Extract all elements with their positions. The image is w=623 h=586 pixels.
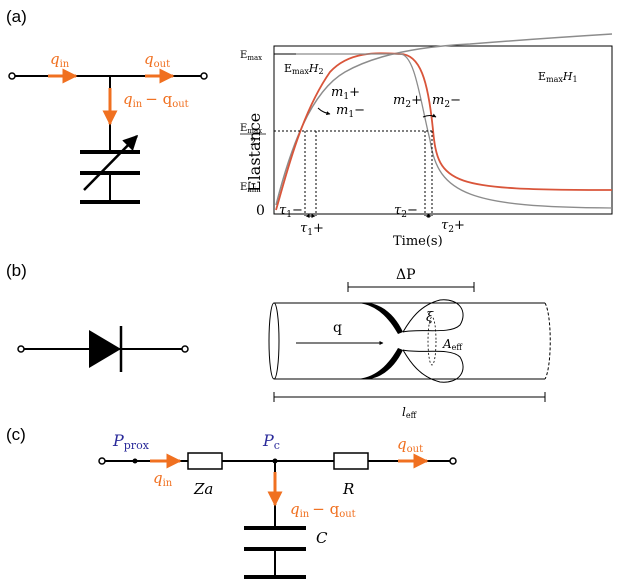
- m2-plus-label: m2+: [393, 93, 422, 110]
- q-in-label-c: qin: [153, 469, 173, 489]
- node-p-prox: [132, 458, 138, 464]
- tau1-minus-label: τ1−: [279, 203, 303, 220]
- effective-area-ellipse: [427, 316, 437, 366]
- curve-h2-label: EmaxH2: [284, 62, 324, 76]
- chart-ylabel: Elastance: [245, 113, 264, 192]
- elastance-chart: [273, 33, 613, 218]
- leaflet-bottom: [358, 348, 403, 380]
- tau2-minus-label: τ2−: [394, 203, 418, 220]
- chart-xlabel: Time(s): [393, 234, 443, 249]
- diode-circuit-b: [17, 326, 189, 372]
- m2-arrow: [422, 113, 437, 118]
- terminal-a-right: [200, 72, 208, 80]
- p-prox-label: Pprox: [112, 431, 150, 452]
- emax-half-bottom: 2: [250, 137, 256, 148]
- m2-minus-label: m2−: [432, 93, 461, 110]
- q-diff-label-c: qin− qout: [290, 500, 356, 520]
- q-label-b: q: [333, 320, 342, 336]
- terminal-b-right: [181, 345, 189, 353]
- m1-arrow: [317, 107, 331, 116]
- diode-triangle: [89, 330, 121, 368]
- terminal-a-left: [8, 72, 16, 80]
- curve-emax-h2-gray: [296, 53, 613, 209]
- terminal-c-left: [98, 457, 106, 465]
- vessel-inlet: [268, 302, 280, 380]
- q-diff-label-a: qin− qout: [123, 90, 189, 110]
- tau1-plus-label: τ1+: [300, 221, 324, 238]
- delta-p-label: ΔP: [396, 267, 416, 283]
- panel-c-label: (c): [6, 425, 26, 444]
- vessel-outlet: [544, 302, 551, 380]
- l-eff-label: leff: [402, 405, 418, 420]
- curve-emax-h2: [275, 52, 613, 211]
- valve-vessel-drawing: [268, 282, 551, 402]
- panel-b-label: (b): [6, 261, 27, 280]
- xi-label: ξ: [426, 310, 434, 325]
- capacitor-circuit-a: [8, 68, 208, 204]
- curve-h1-label: EmaxH1: [538, 70, 578, 84]
- windkessel-circuit-c: [98, 452, 457, 579]
- q-in-label-a: qin: [50, 50, 70, 70]
- terminal-c-right: [449, 457, 457, 465]
- za-label: Za: [193, 480, 213, 498]
- zero-tick-label: 0: [256, 203, 265, 219]
- c-label: C: [316, 529, 328, 547]
- sinus-bottom: [402, 349, 464, 383]
- curve-emax-h1: [275, 33, 613, 206]
- resistor-za: [187, 452, 223, 470]
- q-out-label-a: qout: [144, 50, 170, 70]
- variable-arrow-a: [83, 134, 139, 191]
- emax-label: Emax: [240, 50, 262, 62]
- a-eff-label: Aeff: [442, 337, 463, 352]
- emin-label: Emin: [240, 182, 261, 194]
- panel-a-label: (a): [6, 7, 27, 26]
- emax-half-top: Emax: [240, 123, 262, 135]
- m1-minus-label: m1−: [336, 103, 365, 120]
- tau2-plus-label: τ2+: [441, 218, 465, 235]
- leaflet-top: [358, 302, 403, 334]
- m1-plus-label: m1+: [331, 85, 360, 102]
- r-label: R: [342, 480, 354, 498]
- q-out-label-c: qout: [397, 435, 423, 455]
- terminal-b-left: [17, 345, 25, 353]
- resistor-r: [333, 452, 369, 470]
- sinus-top: [402, 299, 464, 333]
- p-c-label: Pc: [262, 431, 280, 452]
